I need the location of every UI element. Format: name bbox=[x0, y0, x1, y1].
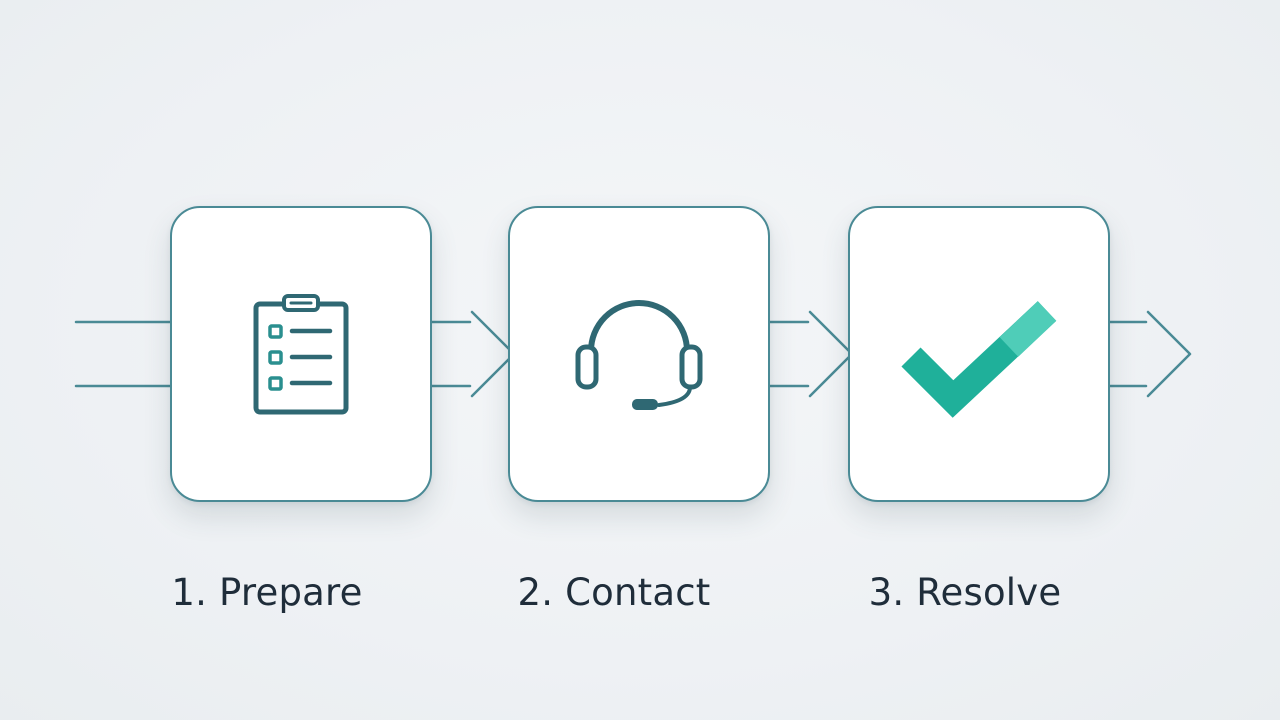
step-card-contact bbox=[508, 206, 770, 502]
checkmark-icon bbox=[901, 301, 1057, 418]
step-card-prepare bbox=[170, 206, 432, 502]
step-card-resolve bbox=[848, 206, 1110, 502]
arrow-2-3 bbox=[808, 310, 854, 398]
step-label-resolve: 3. Resolve bbox=[868, 571, 1062, 614]
clipboard-checklist-icon bbox=[253, 294, 349, 415]
step-label-contact: 2. Contact bbox=[517, 571, 711, 614]
arrow-outgoing bbox=[1146, 310, 1192, 398]
headset-icon bbox=[575, 300, 703, 410]
step-label-prepare: 1. Prepare bbox=[171, 571, 363, 614]
